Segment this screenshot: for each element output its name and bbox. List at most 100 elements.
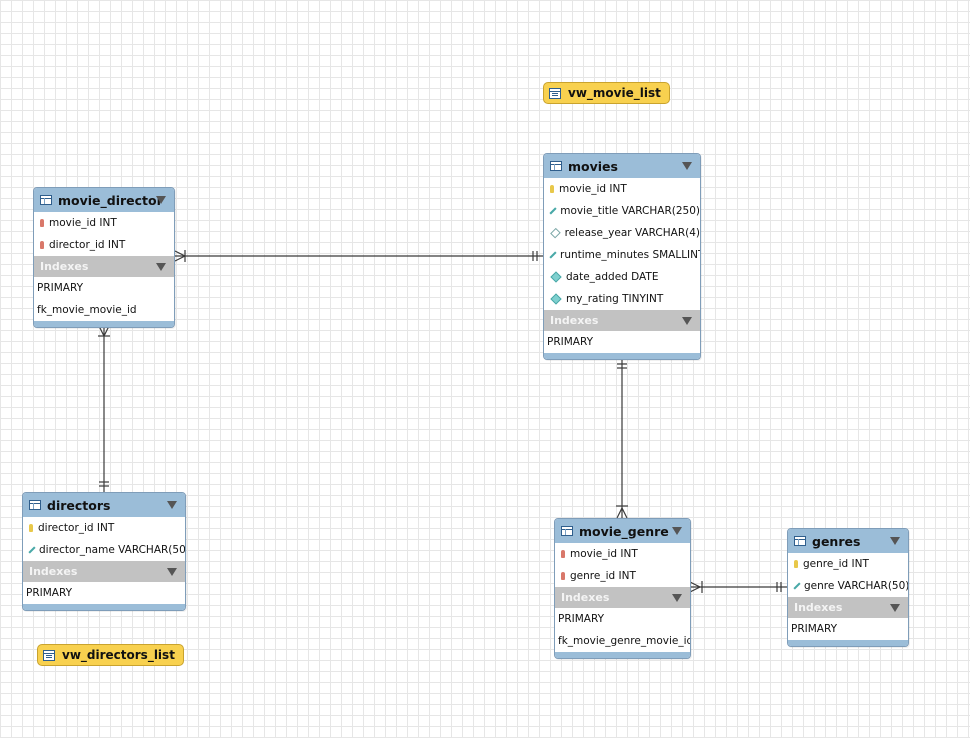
column-row[interactable]: release_year VARCHAR(4) [544, 222, 700, 244]
column-row[interactable]: director_id INT [23, 517, 185, 539]
table-footer [555, 652, 690, 658]
indexes-header[interactable]: Indexes [555, 587, 690, 608]
not-null-diamond-icon [550, 271, 562, 283]
column-label: director_name VARCHAR(50) [39, 544, 186, 556]
table-name: movies [568, 158, 618, 174]
view-vw-movie-list[interactable]: vw_movie_list [543, 82, 670, 104]
collapse-arrow-icon[interactable] [672, 594, 682, 602]
table-header[interactable]: directors [23, 493, 185, 517]
indexes-label: Indexes [29, 565, 78, 578]
column-row[interactable]: director_id INT [34, 234, 174, 256]
table-movie-genre[interactable]: movie_genre movie_id INT genre_id INT In… [554, 518, 691, 659]
view-name: vw_movie_list [568, 86, 661, 100]
index-row[interactable]: PRIMARY [558, 613, 605, 625]
view-name: vw_directors_list [62, 648, 175, 662]
column-row[interactable]: movie_id INT [544, 178, 700, 200]
column-label: director_id INT [49, 239, 126, 251]
rel-movie-director-movies[interactable] [174, 250, 543, 262]
indexes-header[interactable]: Indexes [544, 310, 700, 331]
collapse-arrow-icon[interactable] [682, 317, 692, 325]
collapse-arrow-icon[interactable] [167, 501, 177, 509]
index-row[interactable]: PRIMARY [37, 282, 84, 294]
column-row[interactable]: movie_id INT [555, 543, 690, 565]
column-label: movie_id INT [570, 548, 638, 560]
column-label: movie_id INT [49, 217, 117, 229]
rel-movie-director-directors[interactable] [98, 325, 110, 492]
table-name: directors [47, 497, 111, 513]
indexes-label: Indexes [794, 601, 843, 614]
nullable-diamond-icon [550, 227, 561, 239]
collapse-arrow-icon[interactable] [156, 263, 166, 271]
not-null-diamond-icon [550, 293, 562, 305]
pk-key-icon [550, 185, 554, 193]
indexes-header[interactable]: Indexes [23, 561, 185, 582]
table-name: movie_director [58, 192, 163, 208]
table-header[interactable]: genres [788, 529, 908, 553]
table-footer [544, 353, 700, 359]
column-label: director_id INT [38, 522, 115, 534]
view-vw-directors-list[interactable]: vw_directors_list [37, 644, 184, 666]
column-row[interactable]: runtime_minutes SMALLINT [544, 244, 700, 266]
index-row[interactable]: fk_movie_genre_movie_id [558, 635, 691, 647]
not-null-diamond-icon [549, 251, 557, 259]
collapse-arrow-icon[interactable] [156, 196, 166, 204]
table-icon [794, 536, 806, 546]
fk-key-icon [40, 219, 44, 227]
collapse-arrow-icon[interactable] [890, 604, 900, 612]
table-movies[interactable]: movies movie_id INT movie_title VARCHAR(… [543, 153, 701, 360]
pk-key-icon [29, 524, 33, 532]
column-row[interactable]: genre_id INT [788, 553, 908, 575]
indexes-header[interactable]: Indexes [788, 597, 908, 618]
column-row[interactable]: movie_title VARCHAR(250) [544, 200, 700, 222]
indexes-label: Indexes [561, 591, 610, 604]
table-icon [550, 161, 562, 171]
table-header[interactable]: movies [544, 154, 700, 178]
index-row[interactable]: PRIMARY [547, 336, 594, 348]
fk-key-icon [40, 241, 44, 249]
table-directors[interactable]: directors director_id INT director_name … [22, 492, 186, 611]
view-icon [549, 87, 561, 99]
column-label: movie_title VARCHAR(250) [560, 205, 700, 217]
table-header[interactable]: movie_director [34, 188, 174, 212]
index-row[interactable]: PRIMARY [791, 623, 838, 635]
column-label: genre_id INT [803, 558, 869, 570]
not-null-diamond-icon [793, 582, 801, 590]
collapse-arrow-icon[interactable] [672, 527, 682, 535]
table-header[interactable]: movie_genre [555, 519, 690, 543]
column-label: genre_id INT [570, 570, 636, 582]
collapse-arrow-icon[interactable] [167, 568, 177, 576]
column-label: movie_id INT [559, 183, 627, 195]
indexes-label: Indexes [550, 314, 599, 327]
index-row[interactable]: fk_movie_movie_id [37, 304, 137, 316]
table-movie-director[interactable]: movie_director movie_id INT director_id … [33, 187, 175, 328]
table-icon [29, 500, 41, 510]
table-genres[interactable]: genres genre_id INT genre VARCHAR(50) In… [787, 528, 909, 647]
column-label: release_year VARCHAR(4) [564, 227, 700, 239]
column-row[interactable]: genre_id INT [555, 565, 690, 587]
column-row[interactable]: director_name VARCHAR(50) [23, 539, 185, 561]
fk-key-icon [561, 572, 565, 580]
fk-key-icon [561, 550, 565, 558]
table-icon [40, 195, 52, 205]
column-row[interactable]: genre VARCHAR(50) [788, 575, 908, 597]
table-name: movie_genre [579, 523, 669, 539]
column-row[interactable]: my_rating TINYINT [544, 288, 700, 310]
indexes-header[interactable]: Indexes [34, 256, 174, 277]
collapse-arrow-icon[interactable] [682, 162, 692, 170]
view-icon [43, 649, 55, 661]
column-label: date_added DATE [566, 271, 659, 283]
column-row[interactable]: movie_id INT [34, 212, 174, 234]
indexes-label: Indexes [40, 260, 89, 273]
collapse-arrow-icon[interactable] [890, 537, 900, 545]
rel-movies-movie-genre[interactable] [616, 358, 628, 519]
not-null-diamond-icon [28, 546, 36, 554]
not-null-diamond-icon [549, 207, 557, 215]
column-label: genre VARCHAR(50) [804, 580, 909, 592]
column-row[interactable]: date_added DATE [544, 266, 700, 288]
index-row[interactable]: PRIMARY [26, 587, 73, 599]
table-footer [23, 604, 185, 610]
table-name: genres [812, 533, 861, 549]
rel-movie-genre-genres[interactable] [689, 581, 788, 593]
